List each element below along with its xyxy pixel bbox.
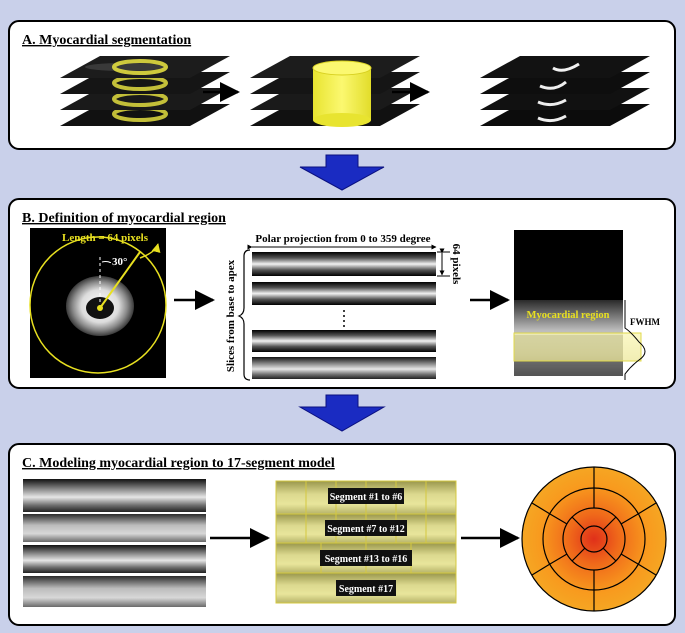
segment-label-2: Segment #7 to #12 (327, 524, 405, 535)
panel-a: A. Myocardial segmentation (8, 20, 676, 150)
myocardium-cylinder (313, 68, 371, 120)
myocardial-region-band (513, 332, 642, 362)
slice-stack-raw (60, 56, 230, 126)
segment-label-1: Segment #1 to #6 (330, 492, 403, 503)
polar-strip-4 (252, 357, 436, 379)
bullseye-17-segment (521, 466, 667, 612)
segment-label-bg-3 (320, 550, 412, 566)
region-strip-2 (23, 514, 206, 542)
pixels-label: 64 pixels (450, 244, 462, 285)
segment-label-bg-4 (336, 580, 396, 596)
slices-label: Slices from base to apex (225, 259, 237, 372)
panel-c: C. Modeling myocardial region to 17-segm… (8, 443, 676, 626)
panel-b: B. Definition of myocardial region Lengt… (8, 198, 676, 389)
panel-a-title: A. Myocardial segmentation (22, 33, 191, 48)
region-strip-1 (23, 479, 206, 512)
panel-c-title: C. Modeling myocardial region to 17-segm… (22, 456, 335, 471)
region-strip-4 (23, 576, 206, 607)
fwhm-label: FWHM (630, 317, 660, 327)
angle-label: 30° (112, 256, 127, 268)
polar-strip-1 (252, 252, 436, 276)
segment-label-4: Segment #17 (339, 584, 393, 595)
segment-label-bg-2 (325, 520, 407, 536)
polar-projection-label: Polar projection from 0 to 359 degree (255, 233, 430, 245)
fwhm-profile-curve (624, 300, 646, 380)
polar-strip-2 (252, 282, 436, 305)
panel-b-title: B. Definition of myocardial region (22, 211, 226, 226)
myocardial-region-label: Myocardial region (527, 310, 610, 321)
myocardial-region-image (513, 230, 646, 380)
slice-stack-cylinder (250, 56, 420, 127)
slice-stack-segmented (480, 56, 650, 126)
radius-line (99, 251, 141, 309)
flow-arrow-big-2 (298, 394, 386, 432)
segment-label-3: Segment #13 to #16 (325, 554, 408, 565)
flow-arrow-big-1 (299, 154, 385, 191)
polar-strip-3 (252, 330, 436, 352)
segment-label-bg-1 (328, 488, 404, 504)
length-label: Length = 64 pixels (62, 232, 149, 244)
polar-source-image (29, 228, 167, 378)
region-strip-3 (23, 545, 206, 573)
slices-brace (237, 249, 251, 381)
